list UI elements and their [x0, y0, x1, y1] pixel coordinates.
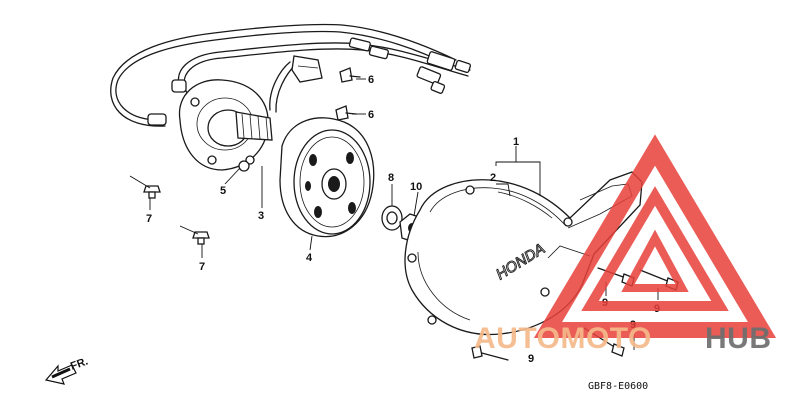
callout-3: 3 — [258, 210, 264, 222]
callout-4: 4 — [306, 252, 313, 264]
watermark-text-automoto: AUTOMOTO — [474, 322, 652, 355]
bolt-9-d — [471, 345, 509, 361]
screw-5 — [238, 160, 250, 172]
callout-9-d: 9 — [528, 353, 534, 365]
callout-8: 8 — [388, 172, 394, 184]
bolt-6-upper — [339, 67, 361, 83]
callout-6-lower: 6 — [368, 109, 374, 121]
wire-harness — [110, 23, 471, 127]
diagram-code: GBF8-E0600 — [588, 381, 648, 392]
callout-10: 10 — [410, 181, 422, 193]
bolt-6-lower — [335, 105, 357, 121]
washer-8 — [381, 205, 403, 231]
callout-7-lower: 7 — [199, 261, 205, 273]
front-arrow-label: FR. — [69, 355, 90, 372]
gasket-2 — [497, 191, 553, 219]
stator-assembly — [178, 79, 273, 171]
bolt-7-lower — [192, 231, 210, 245]
callout-2: 2 — [490, 172, 496, 184]
callout-1: 1 — [513, 136, 519, 148]
watermark-logo — [533, 134, 777, 338]
bolt-7-upper — [143, 185, 161, 199]
watermark-text-hub: HUB — [705, 322, 772, 355]
flywheel — [279, 117, 375, 238]
callout-7-upper: 7 — [146, 213, 152, 225]
callout-6-upper: 6 — [368, 74, 374, 86]
wire-connectors — [147, 37, 472, 126]
callout-5: 5 — [220, 185, 226, 197]
front-direction-arrow: FR. — [44, 355, 90, 385]
